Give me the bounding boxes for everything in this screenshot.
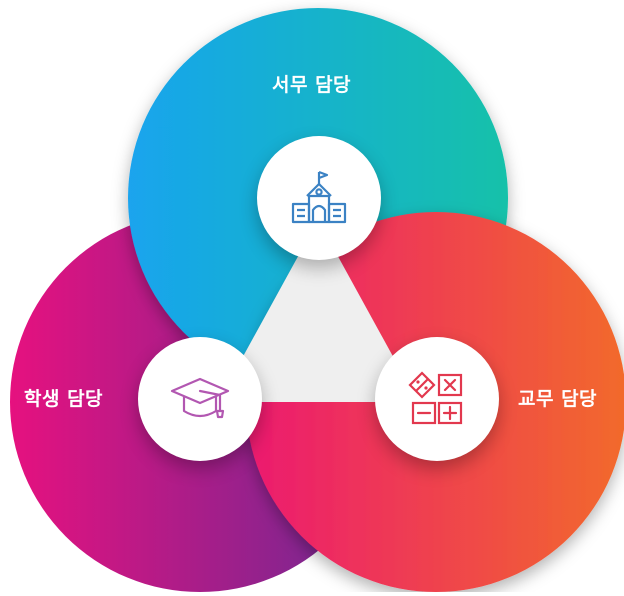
calculator-icon — [408, 371, 463, 425]
center-triangle — [218, 220, 418, 402]
student-badge — [138, 337, 262, 461]
school-building-icon — [291, 170, 347, 224]
admin-badge — [257, 136, 381, 260]
academic-label: 교무 담당 — [518, 388, 598, 410]
admin-label: 서무 담당 — [272, 74, 352, 96]
student-label: 학생 담당 — [24, 388, 104, 410]
graduation-cap-icon — [170, 377, 230, 419]
academic-badge — [375, 337, 499, 461]
